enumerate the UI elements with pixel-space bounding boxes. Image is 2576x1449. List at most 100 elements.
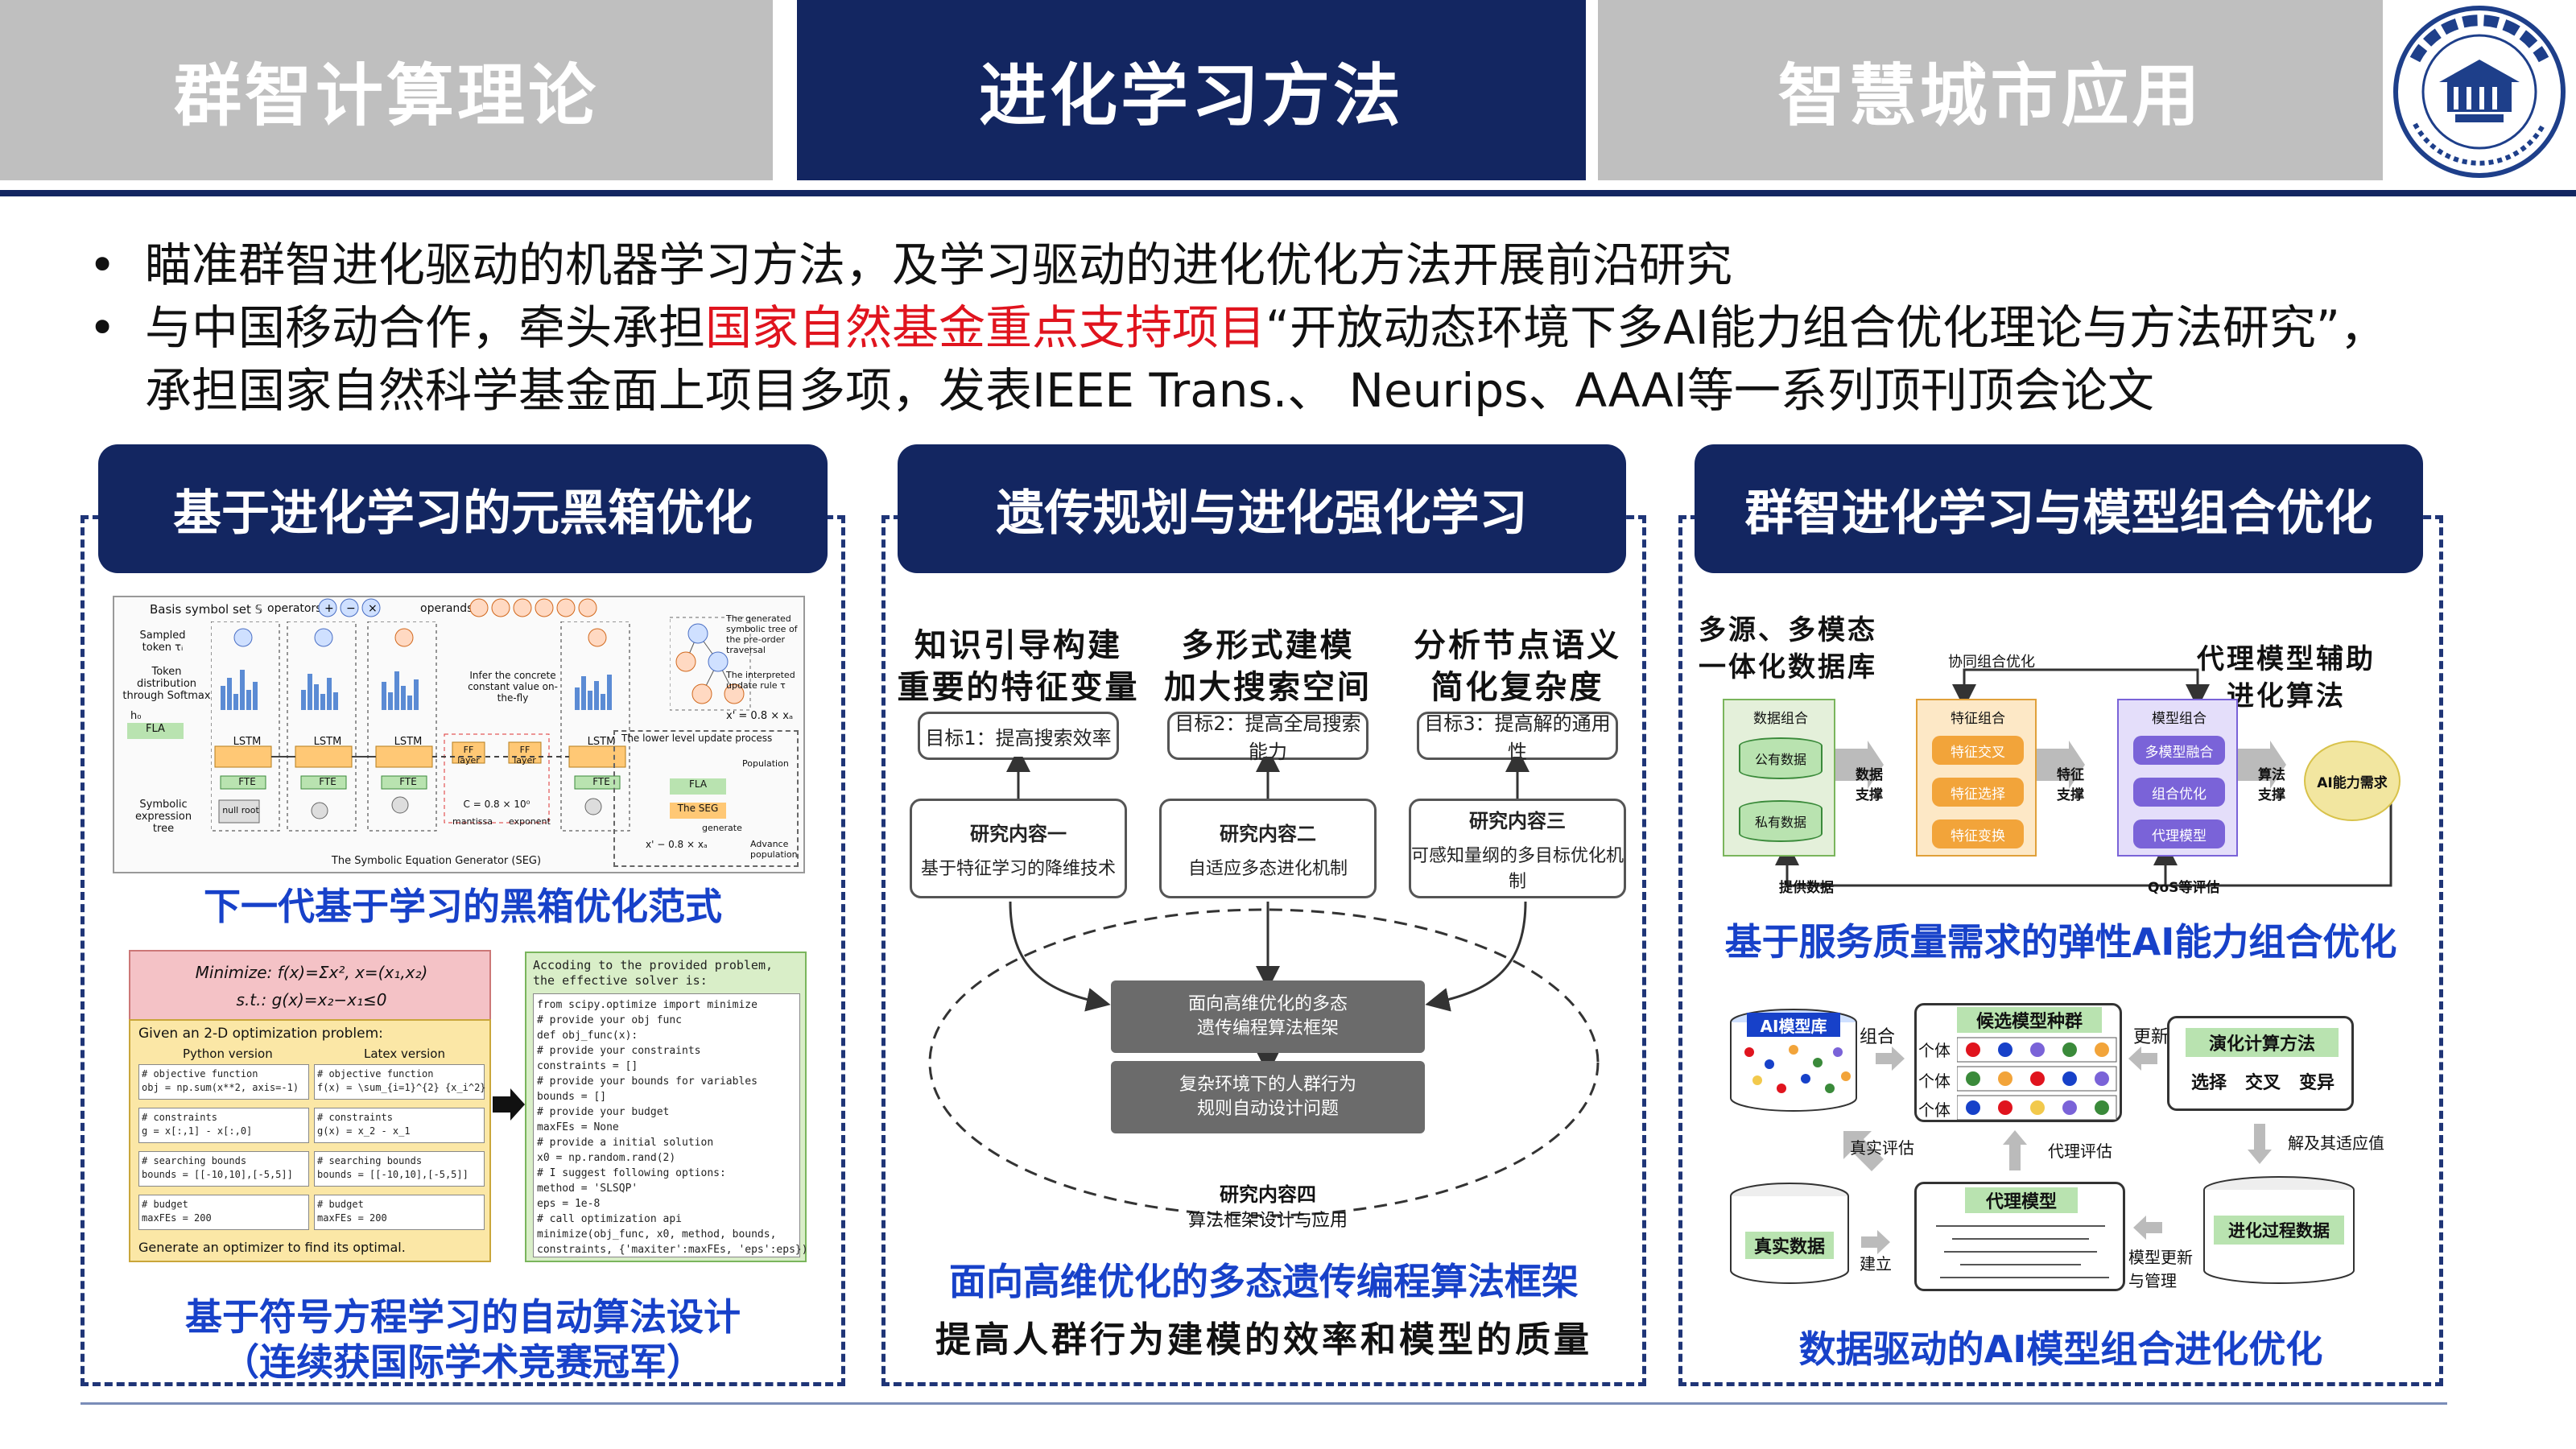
tab-label: 智慧城市应用 (1777, 56, 2203, 135)
code-cell: # searching bounds bounds = [[-10,10],[-… (314, 1151, 485, 1187)
fig-label: 建立 (1860, 1254, 1892, 1274)
caption-elastic-ai: 基于服务质量需求的弹性AI能力组合优化 (1724, 920, 2397, 964)
fig-label: C = 0.8 × 10⁰ (463, 799, 530, 810)
fig-label: 演化计算方法 (2186, 1028, 2339, 1057)
public-data-db: 公有数据 (1739, 737, 1823, 779)
fig-label: 模型组合 (2152, 711, 2207, 727)
fte-block: FTE (238, 776, 256, 787)
fig-label: 解及其适应值 (2288, 1133, 2384, 1153)
fig-label: Generate an optimizer to find its optima… (138, 1240, 406, 1255)
goal-box: 目标2：提高全局搜索能力 (1167, 712, 1368, 763)
arrow-up-left-icon (1839, 1127, 1888, 1175)
bullet-text: “开放动态环境下多AI能力组合优化理论与方法研究”， (1265, 300, 2387, 355)
combination-flow-lines (1715, 652, 2407, 894)
fig-label: 更新 (2133, 1027, 2169, 1047)
lower-level-process (613, 730, 799, 867)
tab-swarm-theory[interactable]: 群智计算理论 (0, 0, 773, 180)
research-desc: 可感知量纲的多目标优化机制 (1411, 845, 1624, 892)
fig-label: Sampled token τᵢ (139, 630, 186, 654)
research-title: 研究内容二 (1220, 822, 1316, 845)
lstm-chain (210, 621, 662, 847)
research-content-2: 研究内容二 自适应多态进化机制 (1159, 799, 1377, 898)
model-combination: 模型组合 多模型融合 组合优化 代理模型 (2117, 699, 2238, 857)
bullet-text: 瞄准群智进化驱动的机器学习方法，及学习驱动的进化优化方法开展前沿研究 (145, 237, 1733, 292)
operand-symbols (469, 597, 646, 618)
fig-label: 数据组合 (1753, 711, 1808, 727)
research-desc: 自适应多态进化机制 (1187, 858, 1348, 879)
surrogate-model: 代理模型 (2133, 819, 2225, 848)
arrow-right-icon (493, 1088, 525, 1121)
bullet-item: 与中国移动合作，牵头承担国家自然基金重点支持项目“开放动态环境下多AI能力组合优… (89, 296, 2504, 359)
ff-layer: FF layer (514, 745, 536, 766)
fig-label: Population (742, 758, 789, 769)
individual-label: 个体 (1918, 1041, 1951, 1060)
arrow-left-icon (2133, 1216, 2162, 1240)
lstm-block: LSTM (313, 736, 342, 748)
evolutionary-method: 演化计算方法 选择 交叉 变异 (2167, 1016, 2354, 1111)
ai-capability-demand: AI能力需求 (2304, 741, 2401, 821)
research-content-3: 研究内容三 可感知量纲的多目标优化机制 (1409, 799, 1626, 898)
formula-icon (1928, 1220, 2116, 1289)
private-data-db: 私有数据 (1739, 800, 1823, 842)
fig-label: 特征组合 (1951, 711, 2005, 727)
ff-layer: FF layer (457, 745, 480, 766)
individual-genes (1956, 1036, 2118, 1121)
fig-label: Latex version (364, 1046, 445, 1061)
code-cell: # constraints g(x) = x_2 - x_1 (314, 1108, 485, 1143)
panel-title: 遗传规划与进化强化学习 (898, 444, 1626, 573)
fte-block: FTE (319, 776, 336, 787)
arrow-up-icon (2003, 1130, 2027, 1170)
fig-label: Accoding to the provided problem, the ef… (533, 958, 774, 988)
fig-label: The Symbolic Equation Generator (SEG) (331, 855, 542, 867)
individual-label: 个体 (1918, 1071, 1951, 1091)
operator-symbols: +−× (317, 597, 398, 618)
goal-heading: 知识引导构建 重要的特征变量 (897, 627, 1140, 706)
fig-label: h₀ (130, 710, 142, 722)
fig-label: generate (702, 823, 742, 833)
problem-statement: Minimize: f(x)=Σx², x=(x₁,x₂) s.t.: g(x)… (129, 950, 491, 1021)
research-title: 研究内容四 (1220, 1183, 1316, 1206)
fig-label: Python version (183, 1046, 273, 1061)
fig-label: Basis symbol set 𝕊 (150, 602, 263, 617)
bullet-text: 与中国移动合作，牵头承担 (145, 300, 706, 355)
fig-label: 提供数据 (1779, 880, 1834, 896)
code-cell: # objective function obj = np.sum(x**2, … (138, 1064, 309, 1100)
seg-block: The SEG (670, 803, 726, 819)
fig-label: 特征 支撑 (2057, 767, 2084, 803)
fig-label: 代理评估 (2048, 1141, 2112, 1161)
caption-crowd-modeling: 提高人群行为建模的效率和模型的质量 (935, 1319, 1592, 1360)
fig-label: Infer the concrete constant value on-the… (468, 670, 558, 704)
code-cell: # budget maxFEs = 200 (138, 1195, 309, 1230)
caption-blackbox-paradigm: 下一代基于学习的黑箱优化范式 (204, 885, 722, 928)
tab-smart-city[interactable]: 智慧城市应用 (1598, 0, 2383, 180)
framework-box: 面向高维优化的多态 遗传编程算法框架 (1111, 980, 1425, 1053)
fig-label: 模型更新 与管理 (2128, 1248, 2193, 1290)
feature-select: 特征选择 (1932, 778, 2024, 807)
fig-label: x' = 0.8 × xₐ (726, 710, 794, 722)
fig-label: The generated symbolic tree of the pre-o… (726, 613, 798, 655)
arrow-right-icon (1861, 1230, 1890, 1254)
lstm-block: LSTM (233, 736, 262, 748)
intro-bullets: 瞄准群智进化驱动的机器学习方法，及学习驱动的进化优化方法开展前沿研究 与中国移动… (89, 233, 2504, 422)
panel-title: 基于进化学习的元黑箱优化 (98, 444, 828, 573)
symbolic-tree (669, 613, 799, 774)
fig-label: 数据 支撑 (1856, 767, 1883, 803)
svg-text:−: − (346, 602, 356, 615)
feature-combination: 特征组合 特征交叉 特征选择 特征变换 (1916, 699, 2037, 857)
fte-block: FTE (399, 776, 417, 787)
feature-transform: 特征变换 (1932, 819, 2024, 848)
flow-arrows (881, 748, 1646, 1224)
tab-evolutionary-learning[interactable]: 进化学习方法 (797, 0, 1586, 180)
fig-label: Symbolic expression tree (134, 799, 192, 835)
fig-label: QoS等评估 (2148, 880, 2220, 896)
fig-label: 协同组合优化 (1948, 654, 2035, 671)
fig-label: The interpreted update rule τ (726, 670, 795, 691)
fig-label: 选择 交叉 变异 (2191, 1073, 2334, 1093)
fig-label: 真实评估 (1850, 1138, 1914, 1158)
data-combination: 数据组合 公有数据 私有数据 (1723, 699, 1835, 857)
lstm-block: LSTM (587, 736, 616, 748)
caption-symbolic-algorithm: 基于符号方程学习的自动算法设计 (185, 1295, 741, 1339)
lstm-block: LSTM (394, 736, 423, 748)
university-logo (2391, 3, 2568, 180)
fig-label: 进化过程数据 (2214, 1216, 2344, 1245)
